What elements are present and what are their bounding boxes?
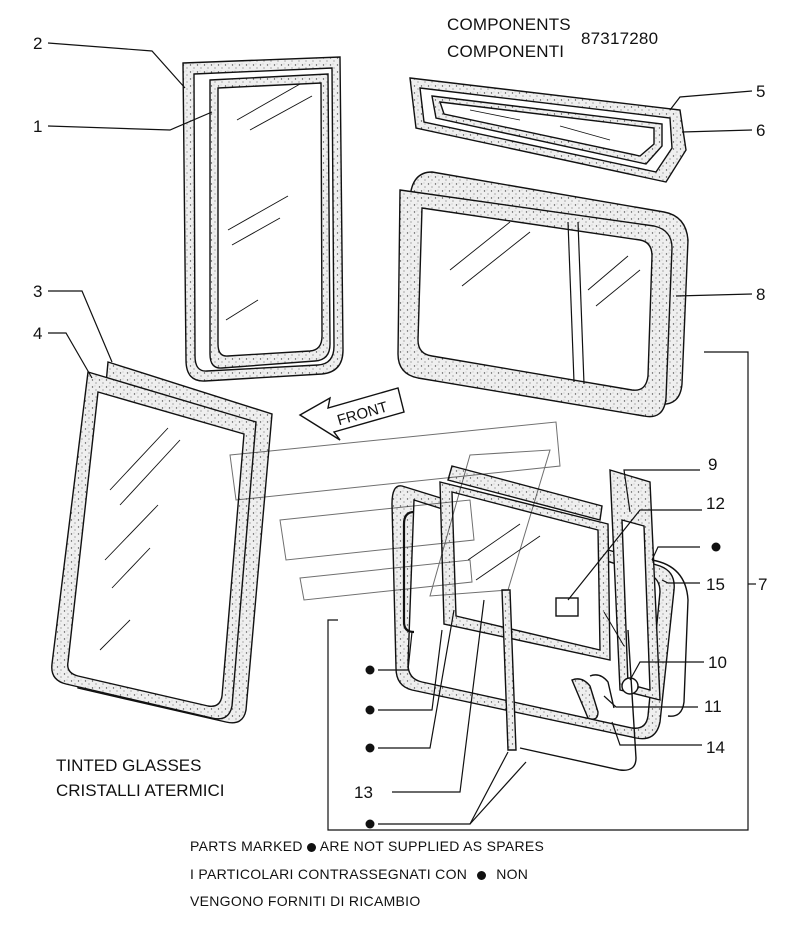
leader-lines (47, 42, 756, 831)
leader-15 (661, 579, 700, 584)
callout-9: 9 (708, 455, 717, 474)
marker-dot (365, 819, 375, 829)
part-4-glass-frame (51, 371, 257, 720)
callout-3: 3 (33, 282, 42, 301)
callout-8: 8 (756, 285, 765, 304)
note-line-2-start: I PARTICOLARI CONTRASSEGNATI CON (190, 866, 468, 882)
callout-7: 7 (758, 575, 767, 594)
leader-10 (629, 661, 704, 681)
front-direction-arrow: FRONT (298, 387, 405, 441)
leader-5 (669, 90, 753, 111)
background-logo (229, 421, 561, 601)
callout-2: 2 (33, 34, 42, 53)
note-marker-dot (477, 870, 487, 880)
leader-dot-a (651, 546, 700, 561)
note-marker-dot (306, 842, 316, 852)
leader-8 (675, 293, 753, 297)
leader-7-bracket (327, 351, 749, 831)
leader-dot-c (378, 629, 443, 711)
leader-2 (47, 42, 186, 89)
header-components-en: COMPONENTS (447, 15, 571, 34)
part-5-6-top-slider (409, 77, 687, 183)
leader-6 (681, 129, 753, 133)
leader-9 (623, 469, 700, 513)
caption-cristalli-atermici: CRISTALLI ATERMICI (56, 781, 225, 800)
leader-1 (47, 111, 213, 131)
leader-4 (48, 332, 93, 379)
leader-dot-e2 (469, 761, 527, 825)
callout-12: 12 (706, 494, 725, 513)
note-line-1-end: ARE NOT SUPPLIED AS SPARES (319, 838, 545, 854)
part-1-glass-frame (209, 73, 331, 369)
leader-3 (48, 290, 113, 363)
part-8-sliding-window (397, 171, 689, 418)
callout-numbers: 2 1 3 4 5 6 7 8 9 10 11 12 13 14 15 (33, 34, 767, 802)
callout-15: 15 (706, 575, 725, 594)
note-line-3: VENGONO FORNITI DI RICAMBIO (190, 893, 421, 909)
callout-6: 6 (756, 121, 765, 140)
note-line-2: I PARTICOLARI CONTRASSEGNATI CON NON (190, 866, 528, 882)
part-7-sliding-assembly (391, 465, 689, 771)
callout-11: 11 (704, 697, 722, 716)
marker-dot (365, 743, 375, 753)
callout-10: 10 (708, 653, 727, 672)
callout-13: 13 (354, 783, 373, 802)
callout-4: 4 (33, 324, 42, 343)
leader-dot-b (378, 631, 413, 671)
caption-tinted-glasses: TINTED GLASSES (56, 756, 202, 775)
marker-dot (365, 665, 375, 675)
note-line-1-start: PARTS MARKED (190, 838, 303, 854)
leader-14 (611, 721, 702, 746)
leader-dot-e1 (378, 751, 509, 825)
leader-13 (392, 599, 485, 793)
callout-14: 14 (706, 738, 725, 757)
leader-11 (603, 695, 698, 708)
callout-5: 5 (756, 82, 765, 101)
note-line-2-end: NON (496, 866, 529, 882)
not-supplied-markers (365, 542, 721, 829)
callout-1: 1 (33, 117, 42, 136)
marker-dot (365, 705, 375, 715)
leader-dot-d (378, 609, 455, 749)
header-components-it: COMPONENTI (447, 42, 565, 61)
leader-12 (567, 509, 702, 601)
note-line-1: PARTS MARKED ARE NOT SUPPLIED AS SPARES (190, 838, 544, 854)
marker-dot (711, 542, 721, 552)
header-part-number: 87317280 (581, 29, 659, 48)
